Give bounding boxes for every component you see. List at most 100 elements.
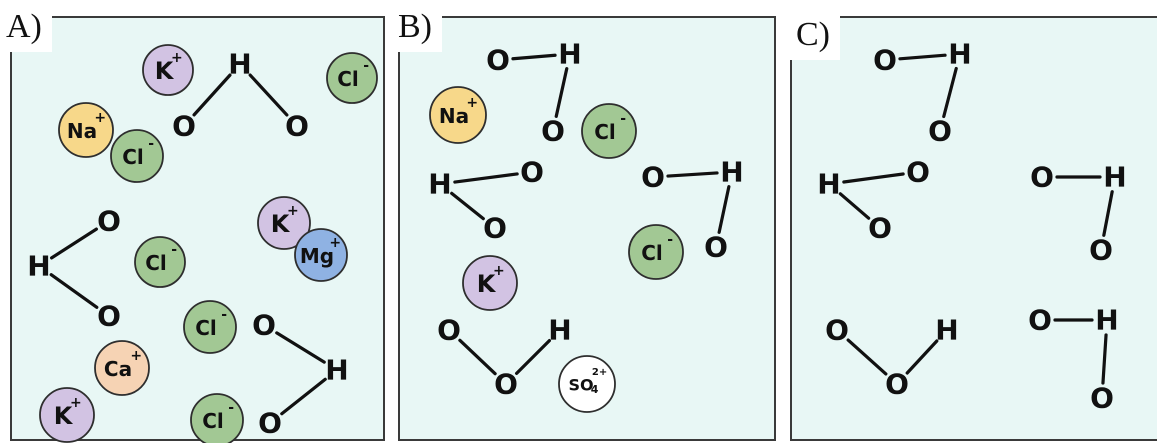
- hydrogen-atom: H: [935, 314, 958, 347]
- ion-charge: +: [493, 263, 505, 279]
- oxygen-atom: O: [172, 110, 196, 143]
- oxygen-atom: O: [97, 205, 121, 238]
- oxygen-atom: O: [1028, 304, 1052, 337]
- bond-line: [458, 338, 497, 376]
- ion-circle: [190, 393, 244, 443]
- ion-cl: Cl-: [183, 300, 237, 354]
- ion-na: Na+: [58, 102, 114, 158]
- ion-circle: [581, 103, 637, 159]
- bond-line: [898, 53, 947, 61]
- panel-c-label: C): [790, 12, 840, 60]
- oxygen-atom: O: [483, 212, 507, 245]
- ion-charge: -: [171, 242, 177, 258]
- oxygen-atom: O: [868, 212, 892, 245]
- bond-line: [838, 192, 871, 220]
- ion-symbol: K: [155, 57, 175, 85]
- ion-charge: -: [221, 307, 227, 323]
- ion-charge: +: [171, 50, 183, 66]
- ion-charge: +: [466, 95, 478, 111]
- ion-charge: +: [94, 110, 106, 126]
- oxygen-atom: O: [541, 115, 565, 148]
- panel-b-label: B): [392, 4, 442, 52]
- bond-line: [453, 172, 519, 184]
- ion-symbol: SO: [568, 376, 593, 395]
- ion-symbol: K: [477, 270, 497, 298]
- hydrogen-atom: H: [428, 168, 451, 201]
- bond-line: [942, 66, 958, 119]
- ion-mg: Mg+: [294, 228, 348, 282]
- ion-cl: Cl-: [326, 52, 378, 104]
- bond-line: [248, 73, 289, 117]
- bond-line: [515, 339, 551, 375]
- bond-line: [275, 331, 326, 364]
- ion-circle: [134, 236, 186, 288]
- hydrogen-atom: H: [558, 38, 581, 71]
- ion-symbol: Cl: [202, 409, 224, 433]
- ion-symbol: Cl: [641, 241, 663, 265]
- ion-circle: [257, 196, 311, 250]
- bond-line: [554, 67, 569, 118]
- ion-charge: -: [667, 232, 673, 248]
- hydrogen-atom: H: [548, 314, 571, 347]
- bond-line: [717, 185, 731, 234]
- bond-line: [846, 338, 888, 376]
- ion-symbol: Mg: [300, 244, 334, 268]
- ion-symbol: Na: [67, 119, 97, 143]
- oxygen-atom: O: [885, 368, 909, 401]
- oxygen-atom: O: [704, 231, 728, 264]
- oxygen-atom: O: [825, 314, 849, 347]
- ion-circle: [429, 86, 487, 144]
- bond-line: [1101, 333, 1108, 385]
- ion-circle: [110, 129, 164, 183]
- ion-cl: Cl-: [628, 224, 684, 280]
- oxygen-atom: O: [520, 156, 544, 189]
- bond-line: [280, 377, 327, 416]
- ion-circle: [142, 44, 194, 96]
- ion-cl: Cl-: [190, 393, 244, 443]
- ion-k: K+: [39, 387, 95, 443]
- ion-charge: +: [70, 395, 82, 411]
- oxygen-atom: O: [494, 368, 518, 401]
- hydrogen-atom: H: [720, 156, 743, 189]
- hydrogen-atom: H: [948, 38, 971, 71]
- ion-charge: -: [363, 58, 369, 74]
- ion-symbol: K: [271, 210, 291, 238]
- bond-line: [50, 227, 98, 260]
- oxygen-atom: O: [1030, 161, 1054, 194]
- oxygen-atom: O: [906, 156, 930, 189]
- hydrogen-atom: H: [228, 48, 251, 81]
- oxygen-atom: O: [285, 110, 309, 143]
- ion-charge: 2+: [592, 367, 607, 378]
- ion-k: K+: [462, 255, 518, 311]
- ion-symbol: Cl: [195, 316, 217, 340]
- ion-symbol: Cl: [337, 67, 359, 91]
- oxygen-atom: O: [873, 44, 897, 77]
- bond-line: [450, 191, 485, 221]
- ion-charge: +: [287, 203, 299, 219]
- ion-circle: [462, 255, 518, 311]
- bond-line: [842, 172, 905, 184]
- oxygen-atom: O: [486, 44, 510, 77]
- ion-circle: [58, 102, 114, 158]
- ion-k: K+: [142, 44, 194, 96]
- bond-line: [511, 53, 557, 61]
- water-molecule: HOO: [27, 205, 121, 333]
- water-molecule: OOH: [825, 314, 959, 401]
- ion-circle: [94, 340, 150, 396]
- ion-symbol: Cl: [594, 120, 616, 144]
- bond-line: [192, 73, 232, 117]
- ion-ca: Ca+: [94, 340, 150, 396]
- ion-subscript: 4: [591, 383, 599, 396]
- ion-symbol: Cl: [145, 251, 167, 275]
- ion-cl: Cl-: [110, 129, 164, 183]
- oxygen-atom: O: [97, 300, 121, 333]
- ion-circle: [558, 355, 616, 413]
- hydrogen-atom: H: [1103, 161, 1126, 194]
